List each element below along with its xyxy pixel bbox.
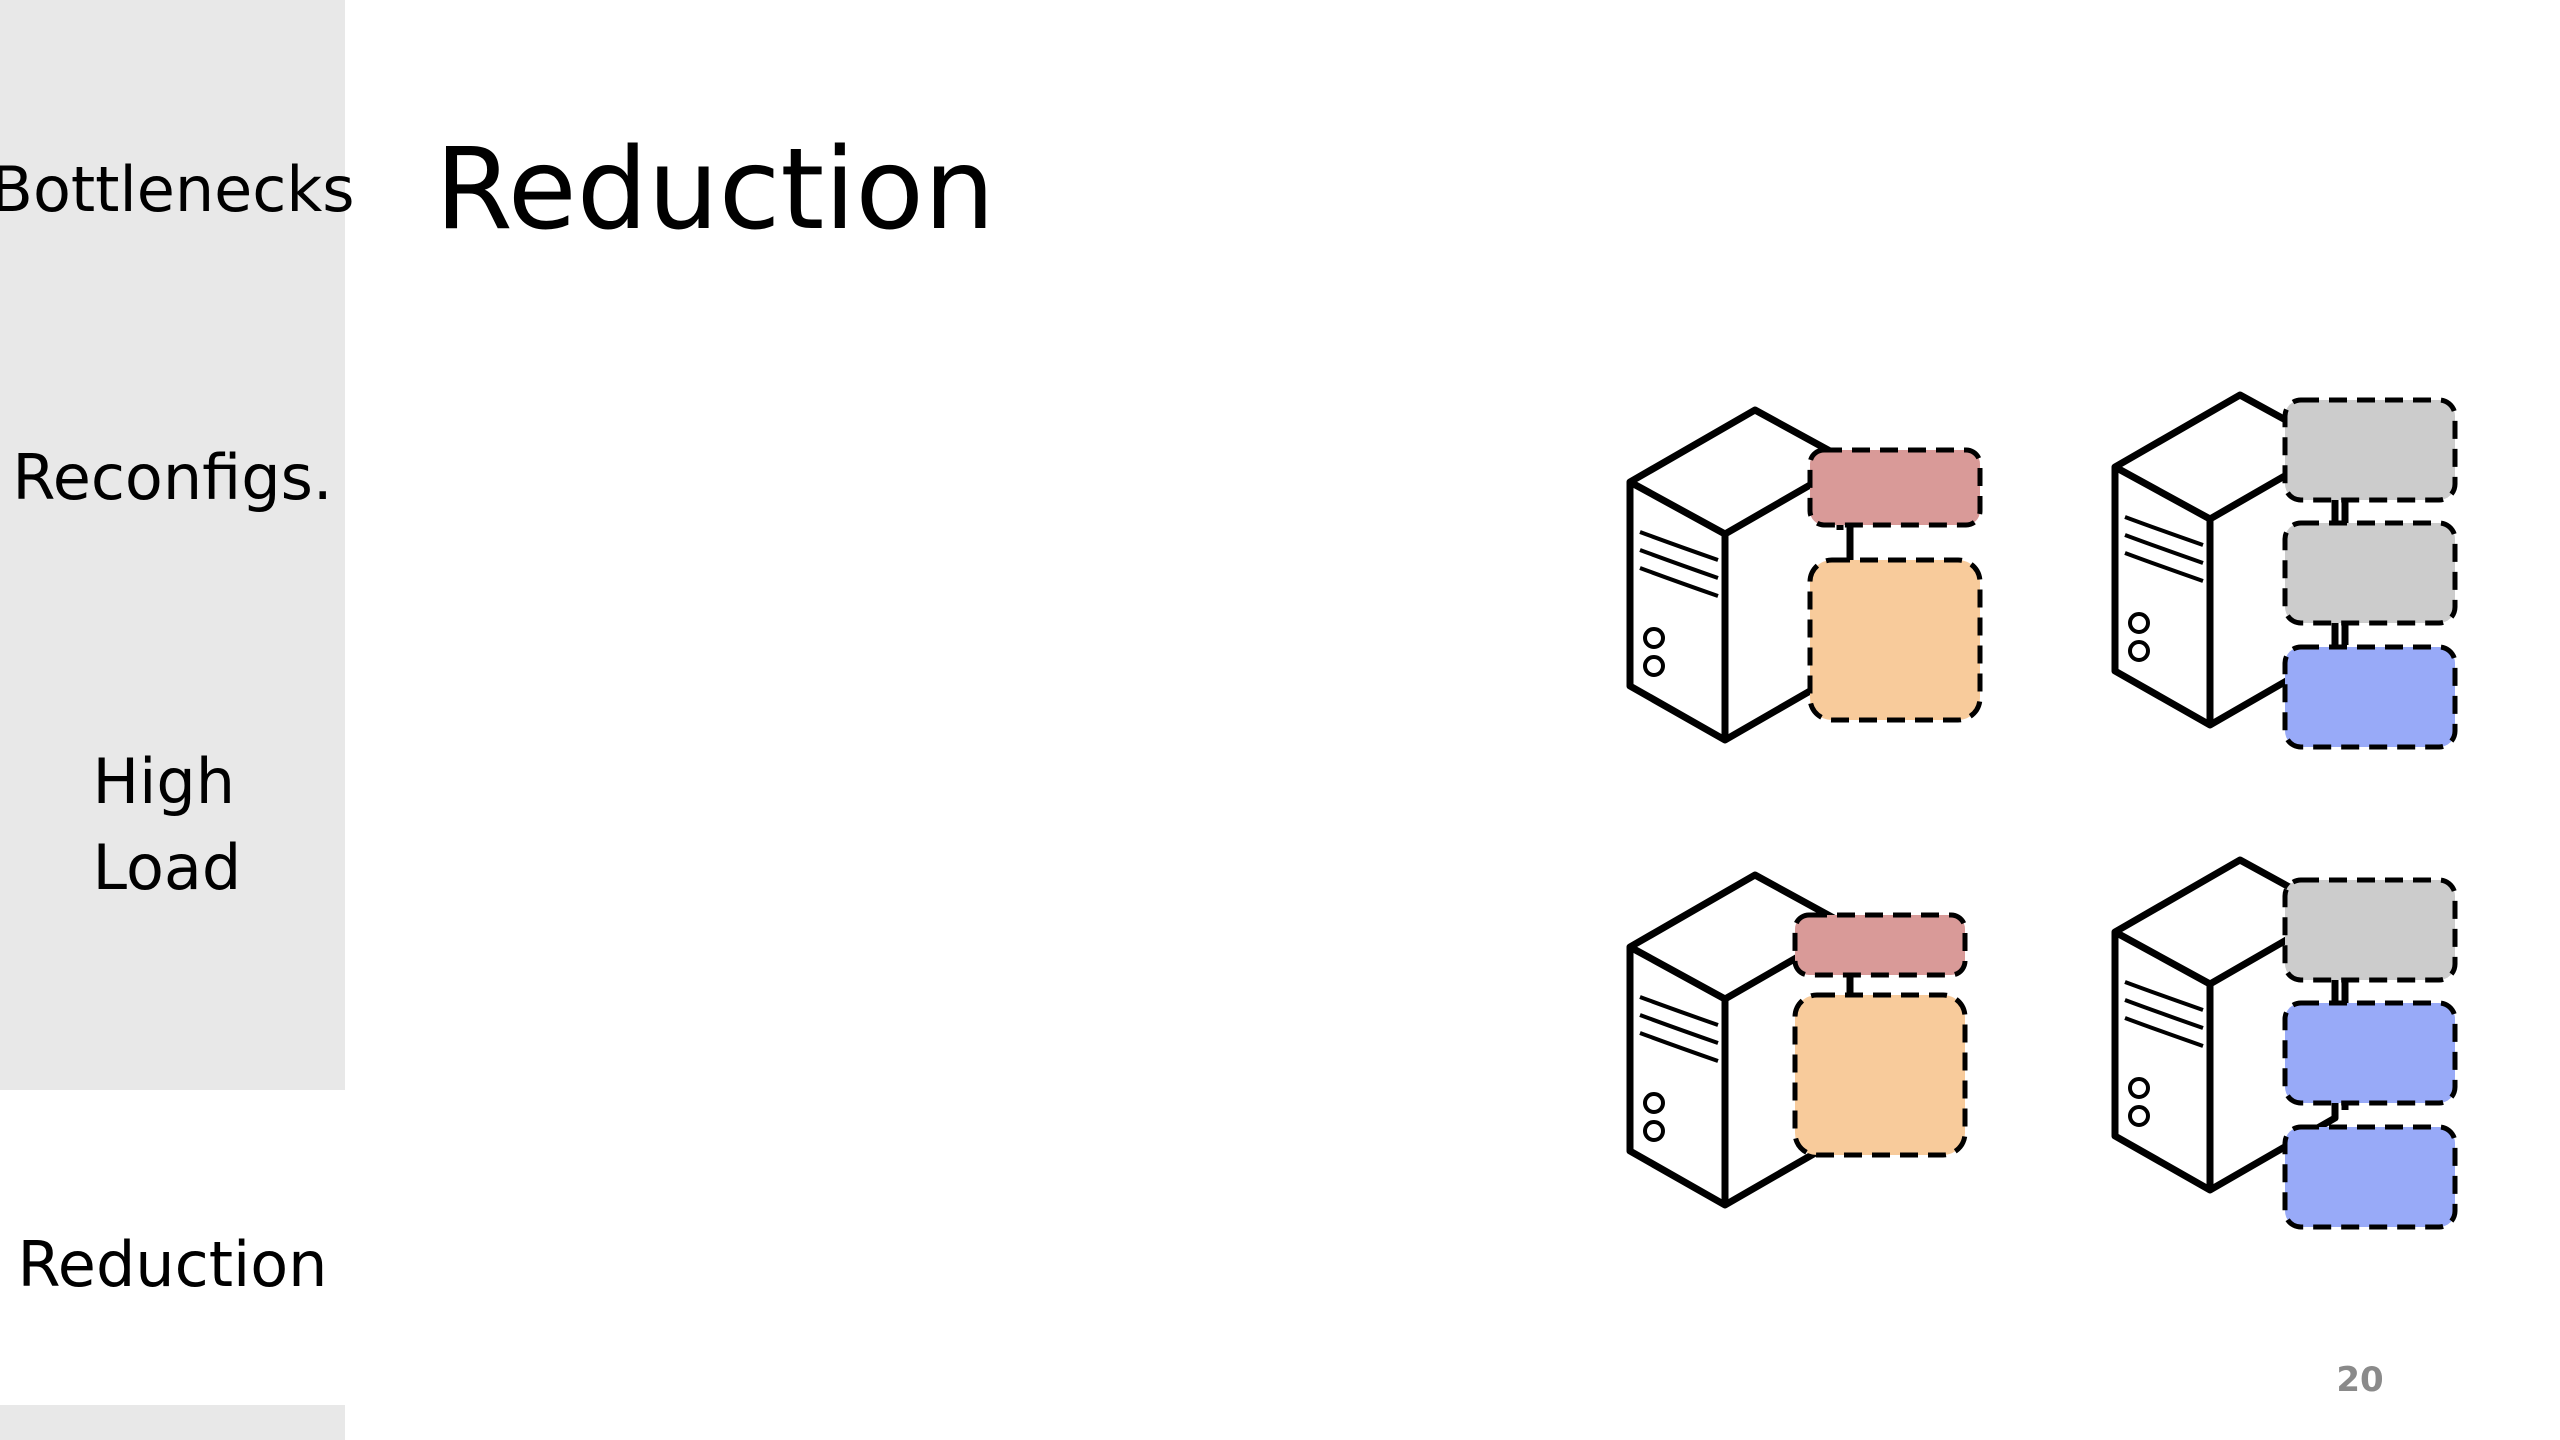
sidebar-section-reduction[interactable]: Reduction (0, 1090, 345, 1400)
page-number: 20 (2336, 1360, 2384, 1400)
component-block-red (1807, 447, 1983, 528)
component-block-gray (2282, 877, 2458, 983)
server-3 (1630, 875, 1968, 1205)
sidebar-section-label: Reduction (17, 1228, 328, 1301)
component-block-orange (1792, 992, 1968, 1158)
sidebar-section-label: Reconfigs. (12, 440, 333, 514)
sidebar-section-next (0, 1405, 345, 1440)
component-block-orange (1807, 557, 1983, 723)
server-diagram (1590, 370, 2510, 1250)
sidebar-section-label: High Load (92, 745, 242, 904)
sidebar-section-bottlenecks[interactable]: Bottlenecks (0, 0, 355, 395)
sidebar-section-reconfigs[interactable]: Reconfigs. (0, 395, 345, 695)
component-block-gray (2282, 520, 2458, 626)
sidebar-section-label: Bottlenecks (0, 153, 355, 226)
slide-title: Reduction (435, 125, 995, 255)
server-4 (2115, 860, 2458, 1230)
section-sidebar: Bottlenecks Reconfigs. High Load Reducti… (0, 0, 355, 1440)
component-block-blue (2282, 1000, 2458, 1106)
server-2 (2115, 395, 2458, 750)
component-block-blue (2282, 1124, 2458, 1230)
component-block-red (1792, 912, 1968, 978)
component-block-gray (2282, 397, 2458, 503)
component-block-blue (2282, 644, 2458, 750)
sidebar-section-high-load[interactable]: High Load (0, 695, 345, 1090)
server-1 (1630, 410, 1983, 740)
